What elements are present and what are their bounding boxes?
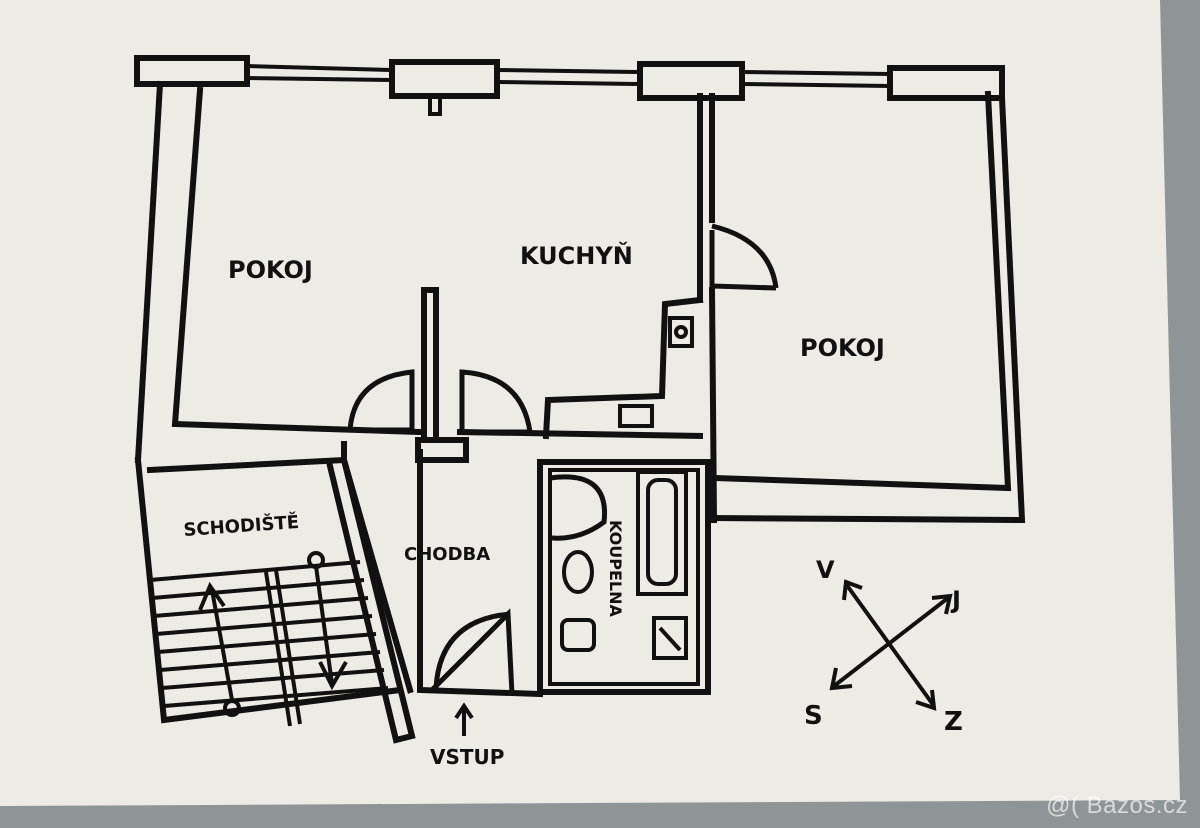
label-vstup: VSTUP bbox=[430, 745, 504, 769]
compass-icon bbox=[829, 579, 953, 711]
label-pokoj-left: POKOJ bbox=[228, 256, 313, 284]
label-chodba: CHODBA bbox=[404, 544, 490, 565]
label-pokoj-right: POKOJ bbox=[800, 334, 885, 362]
staircase bbox=[134, 456, 416, 744]
compass-label-v: V bbox=[816, 556, 835, 584]
watermark: @( Bazos.cz bbox=[1046, 792, 1188, 819]
entrance-arrow-icon bbox=[454, 702, 474, 736]
compass-label-z: Z bbox=[944, 707, 963, 737]
kitchen-counter bbox=[542, 296, 704, 440]
interior-doors bbox=[347, 369, 533, 435]
label-kuchyn: KUCHYŇ bbox=[520, 241, 633, 270]
top-wall bbox=[134, 55, 1005, 116]
compass-label-s: S bbox=[804, 701, 823, 731]
right-room-walls bbox=[708, 90, 1026, 524]
compass-label-j: J bbox=[950, 586, 961, 614]
bathroom bbox=[537, 459, 711, 695]
label-koupelna: KOUPELNA bbox=[606, 520, 625, 618]
